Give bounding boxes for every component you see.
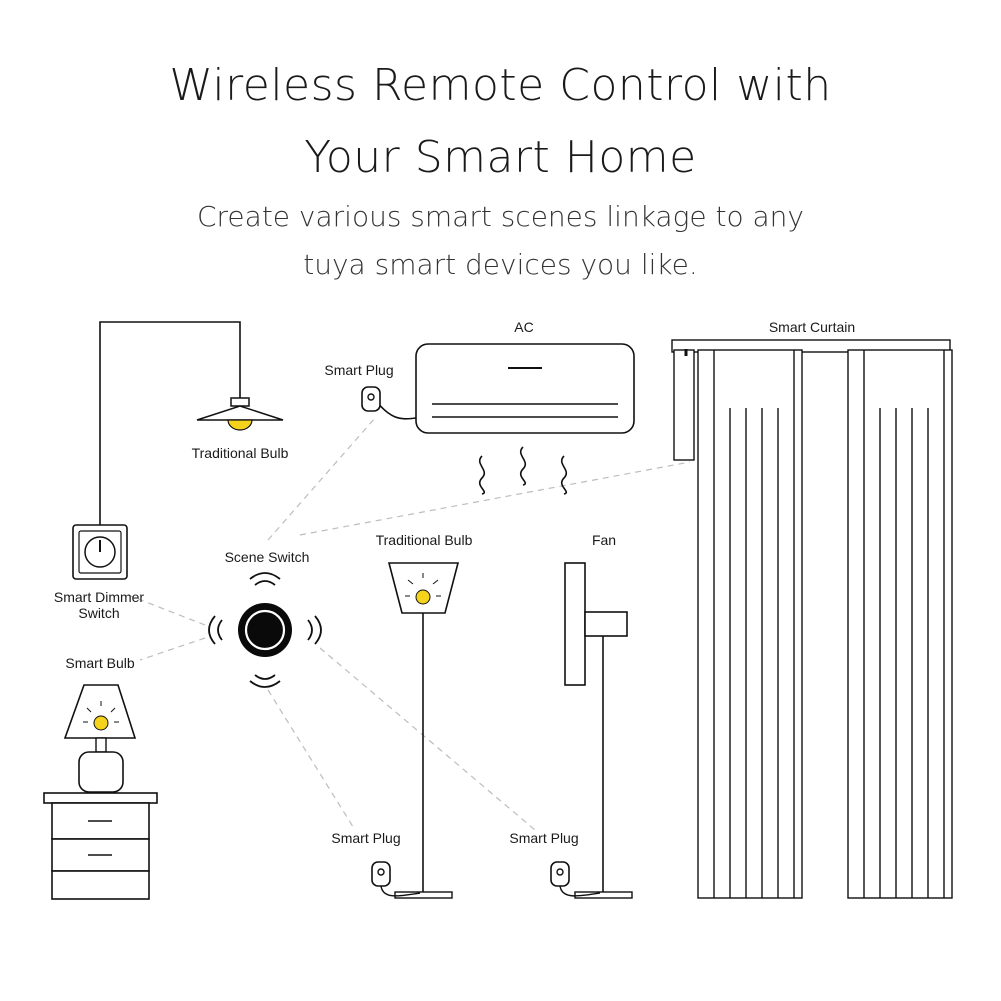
ceiling-wire [99,321,241,527]
label-traditional-bulb-floor: Traditional Bulb [375,532,473,548]
label-smart-dimmer-switch-2: Switch [78,605,120,621]
title-line-2: Your Smart Home [304,132,697,183]
ceiling-bulb-icon [196,397,284,431]
label-smart-dimmer-switch-1: Smart Dimmer [53,589,145,605]
link-to-smart-plug-lamp [267,689,356,831]
smart-plug-top-icon [361,386,381,412]
floor-lamp-icon [371,562,460,899]
label-smart-plug-top: Smart Plug [324,362,394,378]
label-smart-bulb: Smart Bulb [65,655,135,671]
subtitle-line-1: Create various smart scenes linkage to a… [196,200,804,233]
ac-icon [371,343,635,495]
link-to-smart-bulb [139,637,206,661]
subtitle-line-2: tuya smart devices you like. [303,248,698,281]
fan-icon [550,562,633,899]
link-to-dimmer-switch [127,594,206,626]
label-smart-curtain: Smart Curtain [768,319,856,335]
label-ac: AC [514,319,534,335]
link-to-smart-plug-fan [319,647,536,831]
signal-waves-icon [208,572,322,688]
label-fan: Fan [591,532,617,548]
link-to-curtain [299,461,691,536]
label-traditional-bulb-ceiling: Traditional Bulb [191,445,289,461]
smart-bulb-lamp-icon [63,684,137,793]
label-smart-plug-fan: Smart Plug [509,830,579,846]
label-scene-switch: Scene Switch [224,549,310,565]
scene-switch-icon [208,572,322,688]
link-to-smart-plug-ac [267,417,376,541]
dimmer-switch-icon [72,524,128,580]
dashed-links [127,417,691,831]
nightstand-icon [43,792,158,900]
label-smart-plug-lamp: Smart Plug [331,830,401,846]
title-line-1: Wireless Remote Control with [169,60,832,111]
curtain-icon [671,339,953,899]
